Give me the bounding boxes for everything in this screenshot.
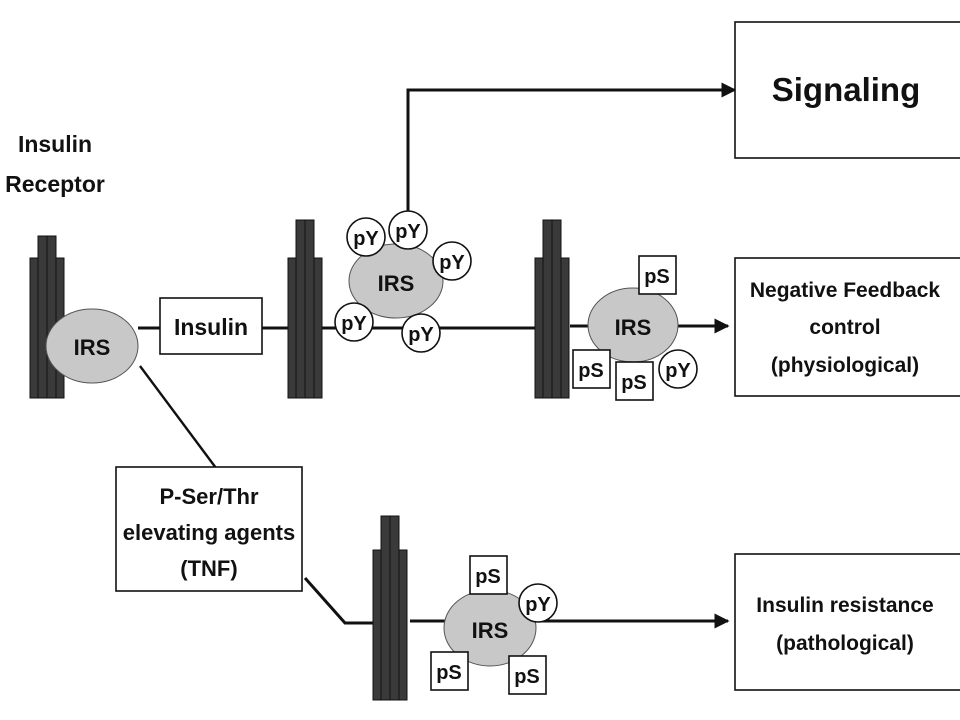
insulin-receptor-label-line2: Receptor — [5, 171, 105, 197]
insulin-receptor-middle — [287, 219, 323, 399]
insulin-receptor-label-line1: Insulin — [18, 131, 92, 157]
receptor-bar — [389, 515, 400, 701]
insulin-box-frame — [159, 297, 263, 355]
irs-label: IRS — [615, 315, 652, 340]
pser-thr-label-line1: P-Ser/Thr — [159, 484, 258, 509]
pser-thr-label-line3: (TNF) — [180, 556, 237, 581]
arrow-to-signaling — [406, 82, 737, 212]
irs-serine-phosphorylated-feedback: IRS pS pS pS pY — [572, 255, 698, 401]
irs-tyrosine-phosphorylated: IRS pY pY pY pY pY — [334, 210, 472, 353]
negative-feedback-box: Negative Feedback control (physiological… — [734, 257, 960, 397]
ps-label: pS — [644, 266, 670, 288]
ps-label: pS — [514, 666, 540, 688]
receptor-bar — [542, 219, 553, 399]
ps-label: pS — [475, 566, 501, 588]
signaling-box: Signaling — [734, 21, 960, 159]
py-label: pY — [395, 221, 421, 243]
insulin-receptor-left — [29, 235, 65, 399]
py-circle — [518, 583, 558, 623]
receptor-bar — [380, 515, 391, 701]
insulin-receptor-right — [534, 219, 570, 399]
ps-square — [615, 361, 654, 401]
receptor-bar — [29, 257, 39, 399]
line-irs-to-pser — [139, 365, 217, 469]
py-label: pY — [341, 313, 367, 335]
receptor-bar — [304, 219, 315, 399]
insulin-box: Insulin — [159, 297, 263, 355]
py-label: pY — [353, 228, 379, 250]
py-label: pY — [439, 252, 465, 274]
receptor-bar — [313, 257, 323, 399]
irs-ellipse — [45, 308, 139, 384]
pser-thr-agents-box: P-Ser/Thr elevating agents (TNF) — [115, 466, 303, 592]
negative-feedback-box-frame — [734, 257, 960, 397]
insulin-resistance-box: Insulin resistance (pathological) — [734, 553, 960, 691]
py-label: pY — [525, 594, 551, 616]
receptor-bar — [398, 549, 408, 701]
insulin-resistance-box-frame — [734, 553, 960, 691]
insulin-label: Insulin — [174, 314, 248, 340]
negative-feedback-label-line2: control — [809, 316, 880, 339]
negative-feedback-label-line3: (physiological) — [771, 354, 919, 377]
pser-thr-box-frame — [115, 466, 303, 592]
irs-serine-phosphorylated-resistance: IRS pS pY pS pS — [430, 555, 558, 695]
line-pser-to-receptor — [303, 577, 385, 625]
receptor-bar — [560, 257, 570, 399]
ps-square — [469, 555, 508, 595]
irs-label: IRS — [74, 335, 111, 360]
receptor-bar — [37, 235, 48, 399]
py-circle — [388, 210, 428, 250]
insulin-receptor-bottom — [372, 515, 408, 701]
receptor-bar — [287, 257, 297, 399]
py-circle — [658, 349, 698, 389]
receptor-bar — [46, 235, 57, 399]
ps-label: pS — [578, 360, 604, 382]
py-circle — [334, 302, 374, 342]
receptor-bar — [372, 549, 382, 701]
ps-square — [572, 349, 611, 389]
insulin-resistance-label-line1: Insulin resistance — [756, 594, 933, 617]
insulin-resistance-label-line2: (pathological) — [776, 632, 914, 655]
negative-feedback-label-line1: Negative Feedback — [750, 279, 941, 302]
py-circle — [346, 217, 386, 257]
py-label: pY — [665, 360, 691, 382]
ps-label: pS — [621, 372, 647, 394]
receptor-bar — [534, 257, 544, 399]
signaling-label: Signaling — [772, 71, 921, 108]
py-label: pY — [408, 324, 434, 346]
signaling-box-frame — [734, 21, 960, 159]
irs-label: IRS — [378, 271, 415, 296]
py-circle — [401, 313, 441, 353]
ps-square — [508, 655, 547, 695]
receptor-bar — [295, 219, 306, 399]
ps-square — [638, 255, 677, 295]
py-circle — [432, 241, 472, 281]
receptor-bar — [551, 219, 562, 399]
irs-unphosphorylated: IRS — [45, 308, 139, 384]
ps-square — [430, 651, 469, 691]
irs-label: IRS — [472, 618, 509, 643]
pser-thr-label-line2: elevating agents — [123, 520, 295, 545]
ps-label: pS — [436, 662, 462, 684]
